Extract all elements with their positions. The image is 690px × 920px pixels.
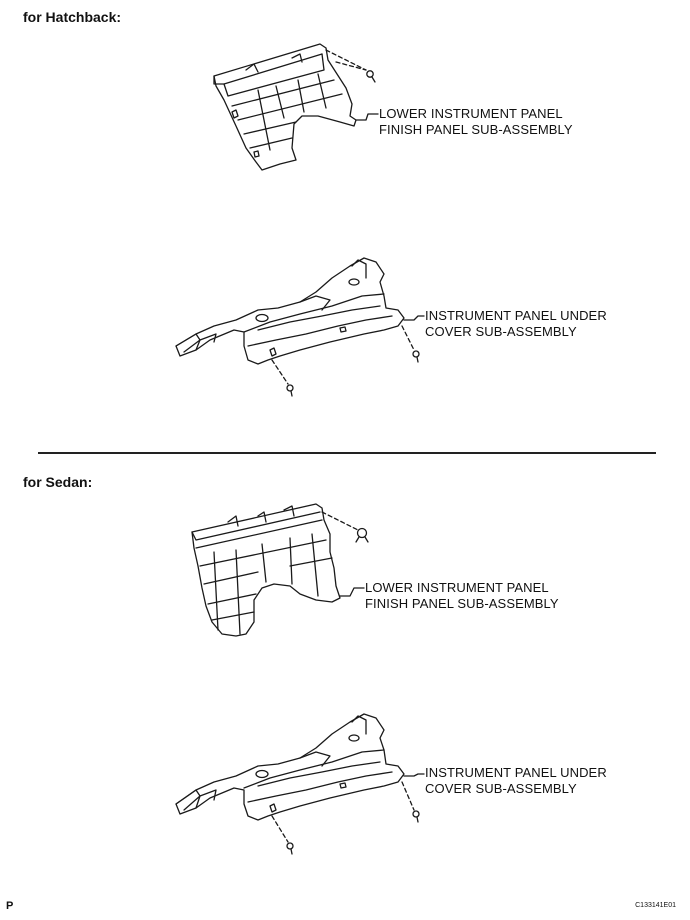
hatchback-finish-panel-leader xyxy=(355,113,379,121)
sedan-finish-panel-leader xyxy=(339,587,365,597)
sedan-under-cover-screws xyxy=(271,781,420,855)
sedan-under-cover-label: INSTRUMENT PANEL UNDER COVER SUB-ASSEMBL… xyxy=(425,765,607,796)
sedan-finish-panel-label: LOWER INSTRUMENT PANEL FINISH PANEL SUB-… xyxy=(365,580,559,611)
hatchback-under-cover xyxy=(175,257,405,365)
hatchback-section-title: for Hatchback: xyxy=(23,9,122,25)
hatchback-under-cover-leader xyxy=(403,315,425,321)
hatchback-under-cover-screws xyxy=(271,325,420,397)
hatchback-finish-panel xyxy=(213,43,357,171)
sedan-under-cover-leader xyxy=(403,773,425,777)
footer-mark: P xyxy=(6,900,14,912)
sedan-finish-panel-screw xyxy=(321,511,369,543)
section-divider xyxy=(38,452,656,454)
sedan-section-title: for Sedan: xyxy=(23,474,93,490)
figure-code: C133141E01 xyxy=(635,902,676,909)
hatchback-finish-panel-label: LOWER INSTRUMENT PANEL FINISH PANEL SUB-… xyxy=(379,106,573,137)
hatchback-under-cover-label: INSTRUMENT PANEL UNDER COVER SUB-ASSEMBL… xyxy=(425,308,607,339)
hatchback-finish-panel-screw xyxy=(325,49,376,83)
sedan-finish-panel xyxy=(191,503,341,637)
sedan-under-cover xyxy=(175,713,405,821)
